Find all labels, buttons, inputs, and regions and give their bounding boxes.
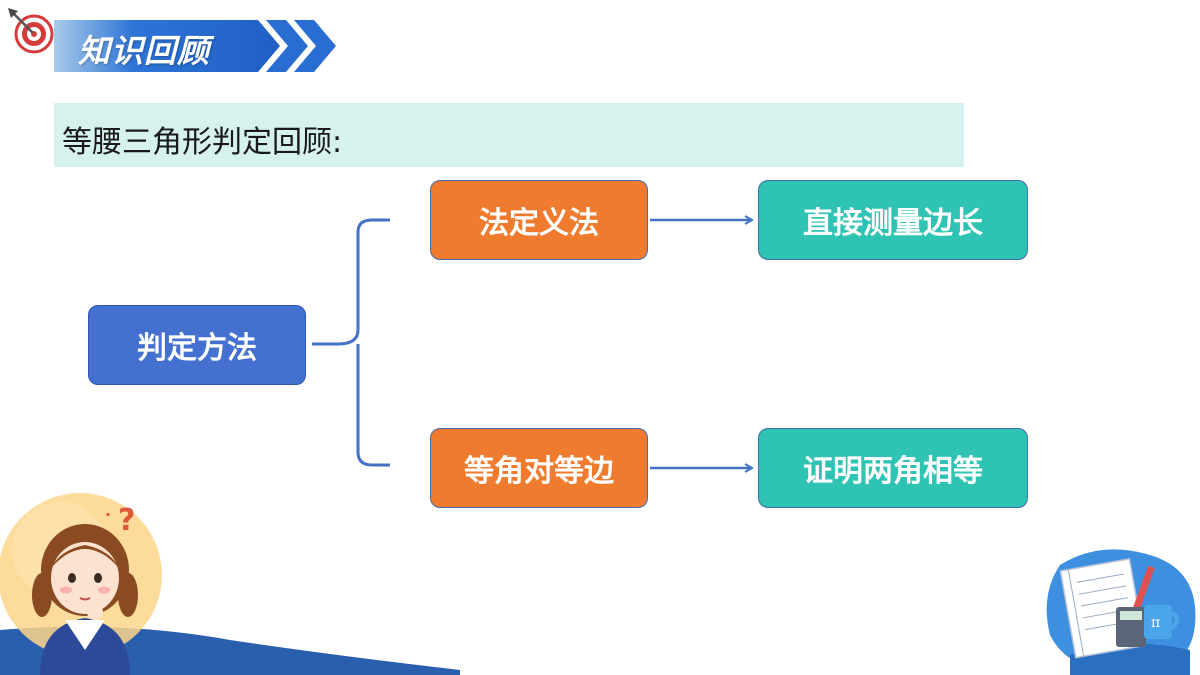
page-title: 知识回顾 — [78, 32, 211, 70]
root-node: 判定方法 — [88, 305, 306, 385]
method-node-1: 法定义法 — [430, 180, 648, 260]
section-heading-box: 等腰三角形判定回顾: — [54, 103, 964, 167]
svg-text:·: · — [105, 505, 111, 524]
result-node-2: 证明两角相等 — [758, 428, 1028, 508]
math-notebook-illustration: π — [1046, 549, 1196, 675]
section-heading: 等腰三角形判定回顾: — [62, 125, 343, 160]
svg-text:π: π — [1151, 615, 1160, 631]
svg-text:?: ? — [118, 503, 135, 538]
bracket-connector — [312, 218, 390, 467]
thinking-girl-illustration: ? · — [0, 493, 460, 675]
title-banner — [54, 20, 336, 72]
dart-target-icon — [8, 8, 54, 54]
method-node-2: 等角对等边 — [430, 428, 648, 508]
result-node-1: 直接测量边长 — [758, 180, 1028, 260]
